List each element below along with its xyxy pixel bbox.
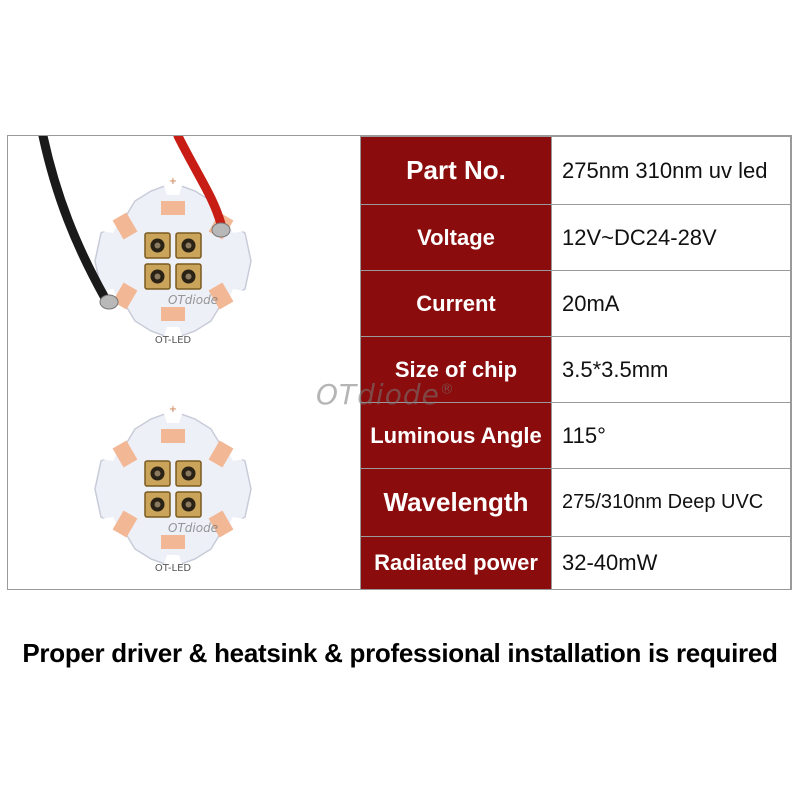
spec-row-luminous-angle: Luminous Angle 115° [360,402,791,469]
spec-label: Voltage [360,204,552,271]
spec-value: 115° [551,402,791,469]
spec-row-part-no: Part No. 275nm 310nm uv led [360,136,791,205]
spec-value: 12V~DC24-28V [551,204,791,271]
spec-value: 275nm 310nm uv led [551,136,791,205]
spec-row-current: Current 20mA [360,270,791,337]
spec-table: Part No. 275nm 310nm uv led Voltage 12V~… [360,136,791,590]
top-board-silk-text: OT-LED [155,335,192,346]
spec-row-chip-size: Size of chip 3.5*3.5mm [360,336,791,403]
spec-label: Luminous Angle [360,402,552,469]
bottom-board-logo-text: OTdiode [168,521,218,535]
top-board-logo-text: OTdiode [168,293,218,307]
spec-value: 20mA [551,270,791,337]
top-board-plus-mark: + [169,176,177,187]
bottom-board-silk-text: OT-LED [155,563,192,574]
led-boards-illustration: + + OT-LED OT-LED OTdiode OTdiode [38,136,252,574]
spec-value: 3.5*3.5mm [551,336,791,403]
spec-row-radiated-power: Radiated power 32-40mW [360,536,791,590]
spec-label: Current [360,270,552,337]
installation-notice: Proper driver & heatsink & professional … [22,638,778,668]
spec-label: Radiated power [360,536,552,590]
spec-label: Size of chip [360,336,552,403]
product-photo: + + OT-LED OT-LED OTdiode OTdiode [8,136,361,589]
spec-row-voltage: Voltage 12V~DC24-28V [360,204,791,271]
product-spec-frame: + + OT-LED OT-LED OTdiode OTdiode Part N… [7,135,792,590]
spec-row-wavelength: Wavelength 275/310nm Deep UVC [360,468,791,537]
spec-label: Wavelength [360,468,552,537]
spec-label: Part No. [360,136,552,205]
spec-value: 32-40mW [551,536,791,590]
bottom-board-plus-mark: + [169,404,177,415]
spec-value: 275/310nm Deep UVC [551,468,791,537]
